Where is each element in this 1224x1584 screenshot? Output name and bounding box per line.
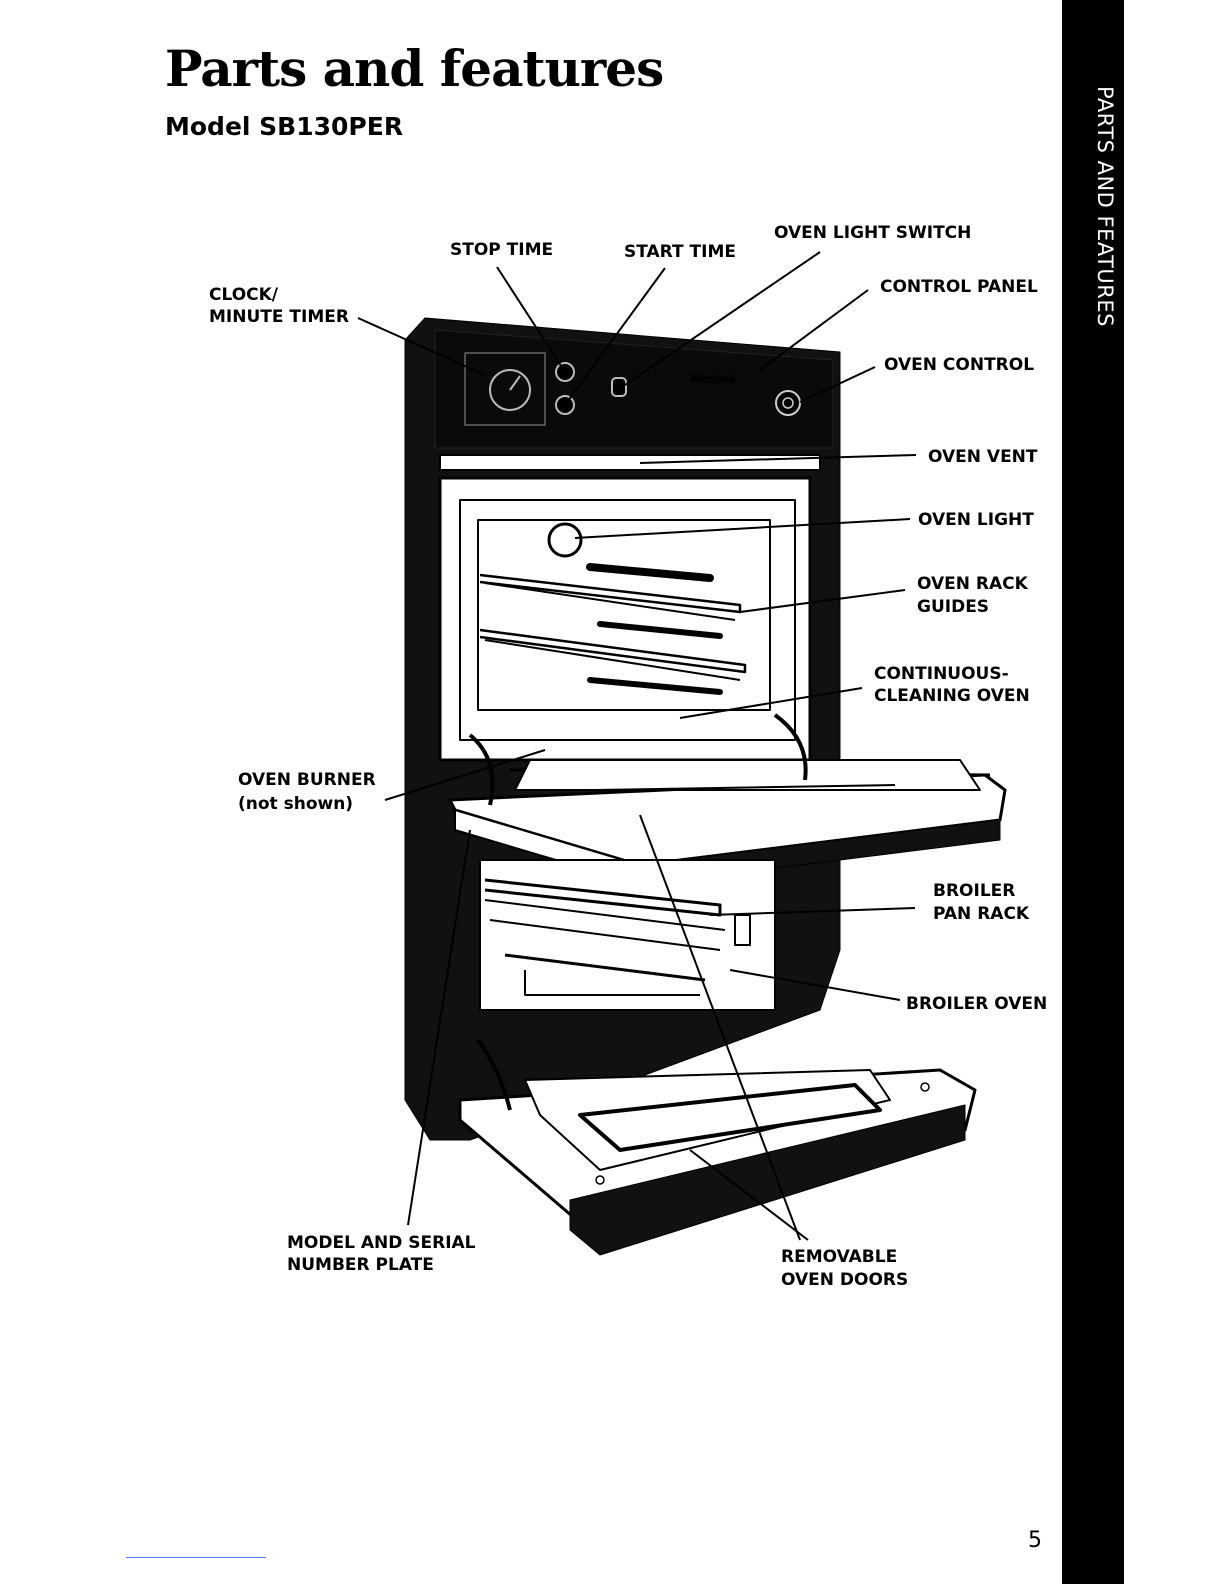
label-control-panel: CONTROL PANEL [880, 277, 1038, 297]
label-rack-guides-line1: OVEN RACK [917, 574, 1028, 594]
label-start-time: START TIME [624, 242, 736, 262]
label-oven-vent: OVEN VENT [928, 447, 1038, 467]
label-clock-line2: MINUTE TIMER [209, 307, 349, 327]
model-subtitle: Model SB130PER [165, 112, 404, 141]
label-continuous-line1: CONTINUOUS- [874, 664, 1009, 684]
page-number: 5 [1028, 1528, 1042, 1553]
label-model-plate-line1: MODEL AND SERIAL [287, 1233, 476, 1253]
label-broiler-rack-line2: PAN RACK [933, 904, 1030, 924]
label-doors-line1: REMOVABLE [781, 1247, 898, 1267]
label-continuous-line2: CLEANING OVEN [874, 686, 1030, 706]
label-oven-control: OVEN CONTROL [884, 355, 1035, 375]
label-burner-line1: OVEN BURNER [238, 770, 376, 790]
label-burner-line2: (not shown) [238, 794, 354, 814]
section-tab-label: PARTS AND FEATURES [1093, 86, 1117, 327]
callout-leaders [357, 251, 917, 1241]
label-broiler-rack-line1: BROILER [933, 881, 1016, 901]
label-oven-light-switch: OVEN LIGHT SWITCH [774, 223, 972, 243]
oven-cabinet: Whirlpool [404, 317, 1007, 1256]
footer-rule [126, 1557, 266, 1558]
label-stop-time: STOP TIME [450, 240, 554, 260]
label-broiler-oven: BROILER OVEN [906, 994, 1048, 1014]
label-rack-guides-line2: GUIDES [917, 597, 990, 617]
label-doors-line2: OVEN DOORS [781, 1270, 909, 1290]
page-title: Parts and features [165, 39, 664, 98]
section-tab [1062, 0, 1124, 1584]
label-model-plate-line2: NUMBER PLATE [287, 1255, 434, 1275]
label-oven-light: OVEN LIGHT [918, 510, 1034, 530]
svg-text:Whirlpool: Whirlpool [690, 375, 735, 385]
label-clock-line1: CLOCK/ [209, 285, 279, 305]
